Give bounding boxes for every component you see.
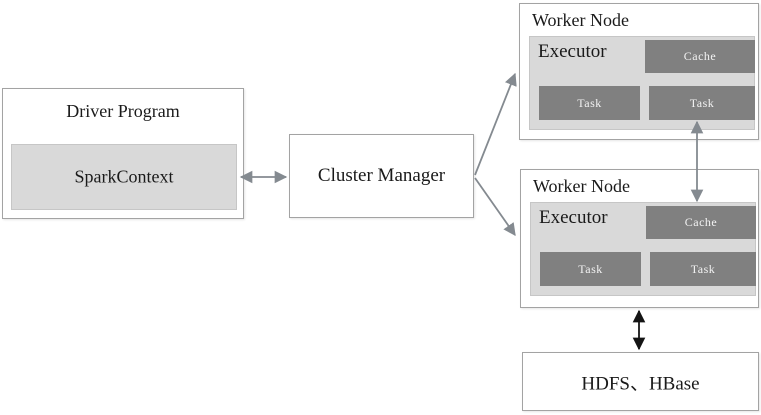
worker-node-2-task-box: Task bbox=[540, 252, 641, 286]
storage-box: HDFS、HBase bbox=[522, 352, 759, 411]
driver-program-box: Driver Program SparkContext bbox=[2, 88, 244, 219]
worker-node-1-task-box: Task bbox=[649, 86, 755, 120]
worker-node-2-box: Worker Node Executor Cache Task Task bbox=[520, 169, 759, 308]
worker-node-2-cache-box: Cache bbox=[646, 206, 756, 239]
worker-node-1-executor-box: Executor Cache Task Task bbox=[529, 36, 755, 130]
worker-node-1-box: Worker Node Executor Cache Task Task bbox=[519, 3, 759, 140]
arrow-clustermanager-worker2 bbox=[474, 177, 516, 237]
worker-node-2-title: Worker Node bbox=[533, 176, 631, 196]
worker-node-1-title: Worker Node bbox=[532, 10, 630, 30]
driver-program-title: Driver Program bbox=[66, 101, 180, 121]
worker-node-2-executor-label: Executor bbox=[539, 207, 608, 228]
storage-label: HDFS、HBase bbox=[581, 373, 700, 394]
worker-node-1-cache-box: Cache bbox=[645, 40, 755, 73]
cluster-manager-box: Cluster Manager bbox=[289, 134, 474, 218]
worker-node-2-executor-box: Executor Cache Task Task bbox=[530, 202, 756, 296]
worker-node-2-task-box: Task bbox=[650, 252, 756, 286]
arrow-clustermanager-worker1 bbox=[474, 72, 517, 176]
worker-node-1-executor-label: Executor bbox=[538, 41, 607, 62]
cluster-manager-label: Cluster Manager bbox=[317, 165, 446, 186]
spark-context-label: SparkContext bbox=[74, 166, 174, 187]
spark-context-box: SparkContext bbox=[11, 144, 237, 210]
worker-node-1-task-box: Task bbox=[539, 86, 640, 120]
